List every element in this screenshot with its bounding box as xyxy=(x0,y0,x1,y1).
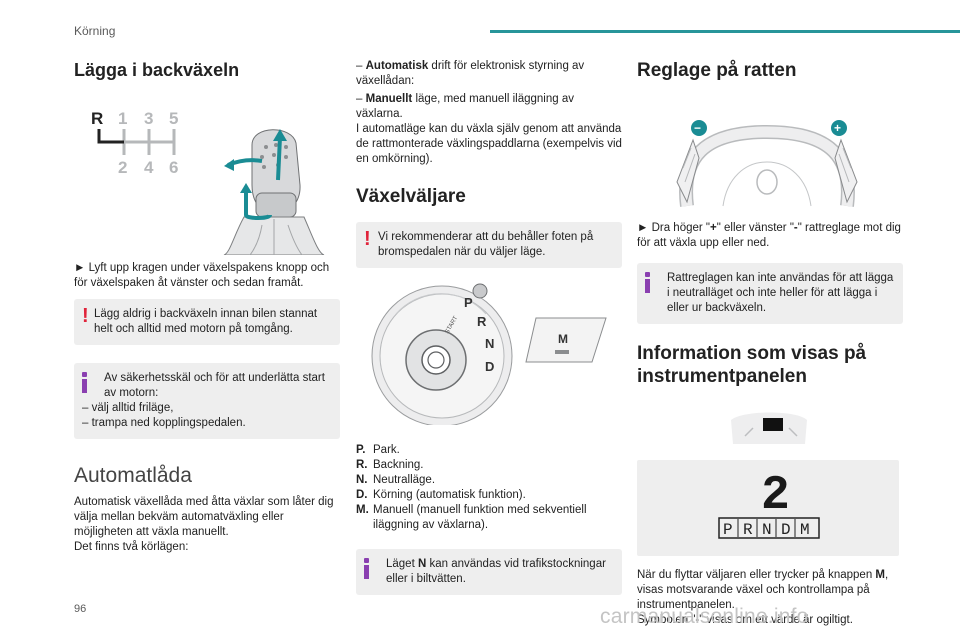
column-middle: – Automatisk drift för elektronisk styrn… xyxy=(356,59,622,595)
gear-label-6: 6 xyxy=(169,158,178,177)
info-box-neutral: Läget N kan användas vid trafikstockning… xyxy=(356,549,622,595)
warning-text: Lägg aldrig i backväxeln innan bilen sta… xyxy=(94,308,318,335)
info-text: Av säkerhetsskäl och för att underlätta … xyxy=(104,372,325,399)
gear-display-panel xyxy=(637,460,899,556)
display-invalid-note: Symbolen "-" visas om ett värde är ogilt… xyxy=(637,614,853,626)
paddle-plus-icon: + xyxy=(831,120,847,136)
info-text: Läget N kan användas vid trafikstockning… xyxy=(386,558,606,585)
mode-automatic: – Automatisk drift för elektronisk styrn… xyxy=(356,60,585,87)
instrument-display-illustration: 2 P R N D M xyxy=(637,412,899,556)
definition-row: N.Neutralläge. xyxy=(356,474,436,486)
definition-row: R.Backning. xyxy=(356,459,424,471)
dial-letter-p: P xyxy=(464,295,473,310)
mode-note: I automatläge kan du växla själv genom a… xyxy=(356,123,622,165)
warning-box-reverse: ! Lägg aldrig i backväxeln innan bilen s… xyxy=(74,299,340,345)
info-box-paddles: Rattreglagen kan inte användas för att l… xyxy=(637,263,903,324)
warning-exclamation-icon: ! xyxy=(364,228,371,250)
paddle-plus-label: + xyxy=(834,121,841,135)
gear-label-3: 3 xyxy=(144,109,153,128)
gear-label-reverse: R xyxy=(91,109,103,128)
definition-row: D.Körning (automatisk funktion). xyxy=(356,489,526,501)
heading-gear-selector: Växelväljare xyxy=(356,186,466,207)
warning-box-selector: ! Vi rekommenderar att du behåller foten… xyxy=(356,222,622,268)
column-left: Lägga i backväxeln R 1 3 5 2 4 6 xyxy=(74,50,340,555)
gear-label-1: 1 xyxy=(118,109,127,128)
gear-knob-drawing xyxy=(223,129,325,255)
gear-label-4: 4 xyxy=(144,158,154,177)
display-mode-strip: P R N D M xyxy=(718,517,820,539)
display-mode-m: M xyxy=(800,521,810,539)
info-icon xyxy=(364,558,369,579)
steering-wheel xyxy=(676,124,858,207)
dial-letter-n: N xyxy=(485,336,494,351)
gear-shift-illustration: R 1 3 5 2 4 6 xyxy=(91,109,325,255)
brand-logo-icon xyxy=(756,169,778,195)
mode-manual: – Manuellt läge, med manuell iläggning a… xyxy=(356,93,574,120)
column-right: Reglage på ratten − + ► Dra höger "+" el… xyxy=(637,50,903,628)
heading-reverse-gear: Lägga i backväxeln xyxy=(74,60,240,80)
steering-wheel-illustration: − + xyxy=(676,120,858,207)
info-icon xyxy=(82,372,87,393)
m-button-label: M xyxy=(558,332,568,346)
dial-letter-r: R xyxy=(477,314,487,329)
watermark: carmanualsonline.info xyxy=(600,605,809,628)
warning-exclamation-icon: ! xyxy=(82,305,89,327)
gear-pattern-diagram: R 1 3 5 2 4 6 xyxy=(91,109,178,177)
automatic-modes-intro: Det finns två körlägen: xyxy=(74,541,189,553)
paddle-minus-label: − xyxy=(694,121,701,135)
paddle-minus-icon: − xyxy=(691,120,707,136)
manual-mode-button: M xyxy=(525,317,607,363)
info-icon xyxy=(645,272,650,293)
heading-automatic-gearbox: Automatlåda xyxy=(74,464,192,487)
warning-text: Vi rekommenderar att du behåller foten p… xyxy=(378,231,594,258)
definition-row: M.Manuell (manuell funktion med sekventi… xyxy=(356,504,587,531)
gear-label-5: 5 xyxy=(169,109,178,128)
display-mode-d: D xyxy=(781,521,791,539)
paddle-instruction: ► Dra höger "+" eller vänster "-" rattre… xyxy=(637,222,901,249)
display-mode-p: P xyxy=(723,521,733,539)
display-mode-n: N xyxy=(762,521,772,539)
info-list-item: – trampa ned kopplingspedalen. xyxy=(82,417,246,429)
heading-instrument-info: Information som visas på instrumentpanel… xyxy=(637,343,867,387)
small-display-icon xyxy=(731,412,807,444)
gear-selector-illustration: START P R N D M xyxy=(371,283,607,425)
heading-steering-controls: Reglage på ratten xyxy=(637,60,797,81)
display-description: När du flyttar väljaren eller trycker på… xyxy=(637,569,889,611)
display-mode-r: R xyxy=(743,521,753,539)
gear-definitions: P.Park. R.Backning. N.Neutralläge. D.Kör… xyxy=(356,443,622,533)
info-box-safety: Av säkerhetsskäl och för att underlätta … xyxy=(74,363,340,439)
info-text: Rattreglagen kan inte användas för att l… xyxy=(667,272,894,314)
section-label: Körning xyxy=(74,24,116,38)
definition-row: P.Park. xyxy=(356,444,400,456)
selector-dial: START P R N D xyxy=(371,283,513,425)
dial-letter-d: D xyxy=(485,359,494,374)
gear-label-2: 2 xyxy=(118,158,127,177)
display-gear-number: 2 xyxy=(761,469,790,523)
automatic-description: Automatisk växellåda med åtta växlar som… xyxy=(74,496,334,538)
reverse-instruction: ► Lyft upp kragen under växelspakens kno… xyxy=(74,262,330,289)
movement-arrows xyxy=(224,129,287,220)
info-list-item: – välj alltid friläge, xyxy=(82,402,174,414)
page-number: 96 xyxy=(74,603,87,615)
header-accent-bar xyxy=(490,30,960,33)
